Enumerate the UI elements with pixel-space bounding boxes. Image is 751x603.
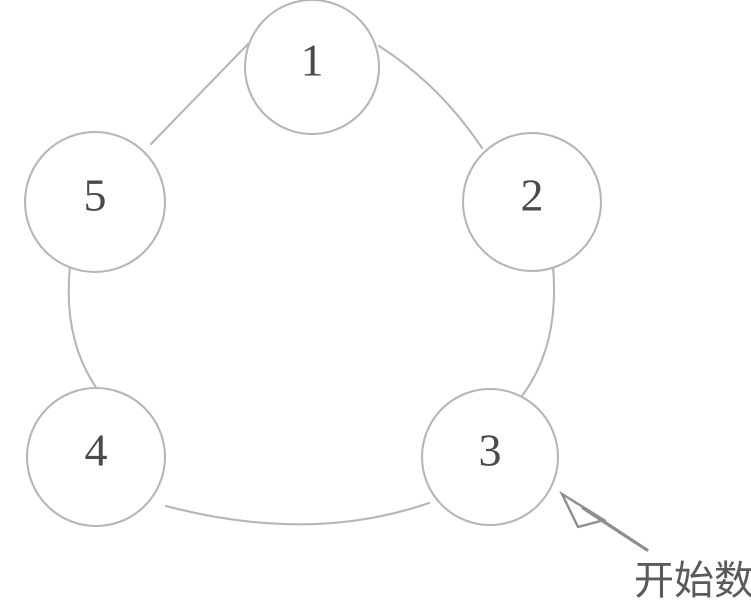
- start-pointer-arrow: [559, 490, 649, 552]
- start-count-annotation: 开始数: [634, 558, 751, 603]
- node-5-circle[interactable]: [23, 130, 167, 274]
- node-3-label: 3: [479, 425, 502, 476]
- edge-5-1: [149, 42, 250, 146]
- node-1[interactable]: 1: [243, 0, 381, 136]
- node-1-circle[interactable]: [243, 0, 381, 136]
- node-4-label: 4: [85, 425, 108, 476]
- edge-1-2: [377, 44, 484, 150]
- node-3-circle[interactable]: [420, 387, 560, 527]
- edge-4-5: [67, 264, 105, 399]
- node-2-circle[interactable]: [461, 131, 603, 273]
- arrow-head-icon: [559, 490, 607, 529]
- node-2[interactable]: 2: [461, 131, 603, 273]
- node-3[interactable]: 3: [420, 387, 560, 527]
- edge-3-4: [164, 501, 431, 526]
- edge-2-3: [520, 264, 556, 398]
- node-2-label: 2: [521, 170, 544, 221]
- node-4[interactable]: 4: [25, 386, 167, 528]
- node-1-label: 1: [301, 35, 324, 86]
- edge-group: [67, 42, 556, 526]
- node-4-circle[interactable]: [25, 386, 167, 528]
- node-5[interactable]: 5: [23, 130, 167, 274]
- node-5-label: 5: [84, 170, 107, 221]
